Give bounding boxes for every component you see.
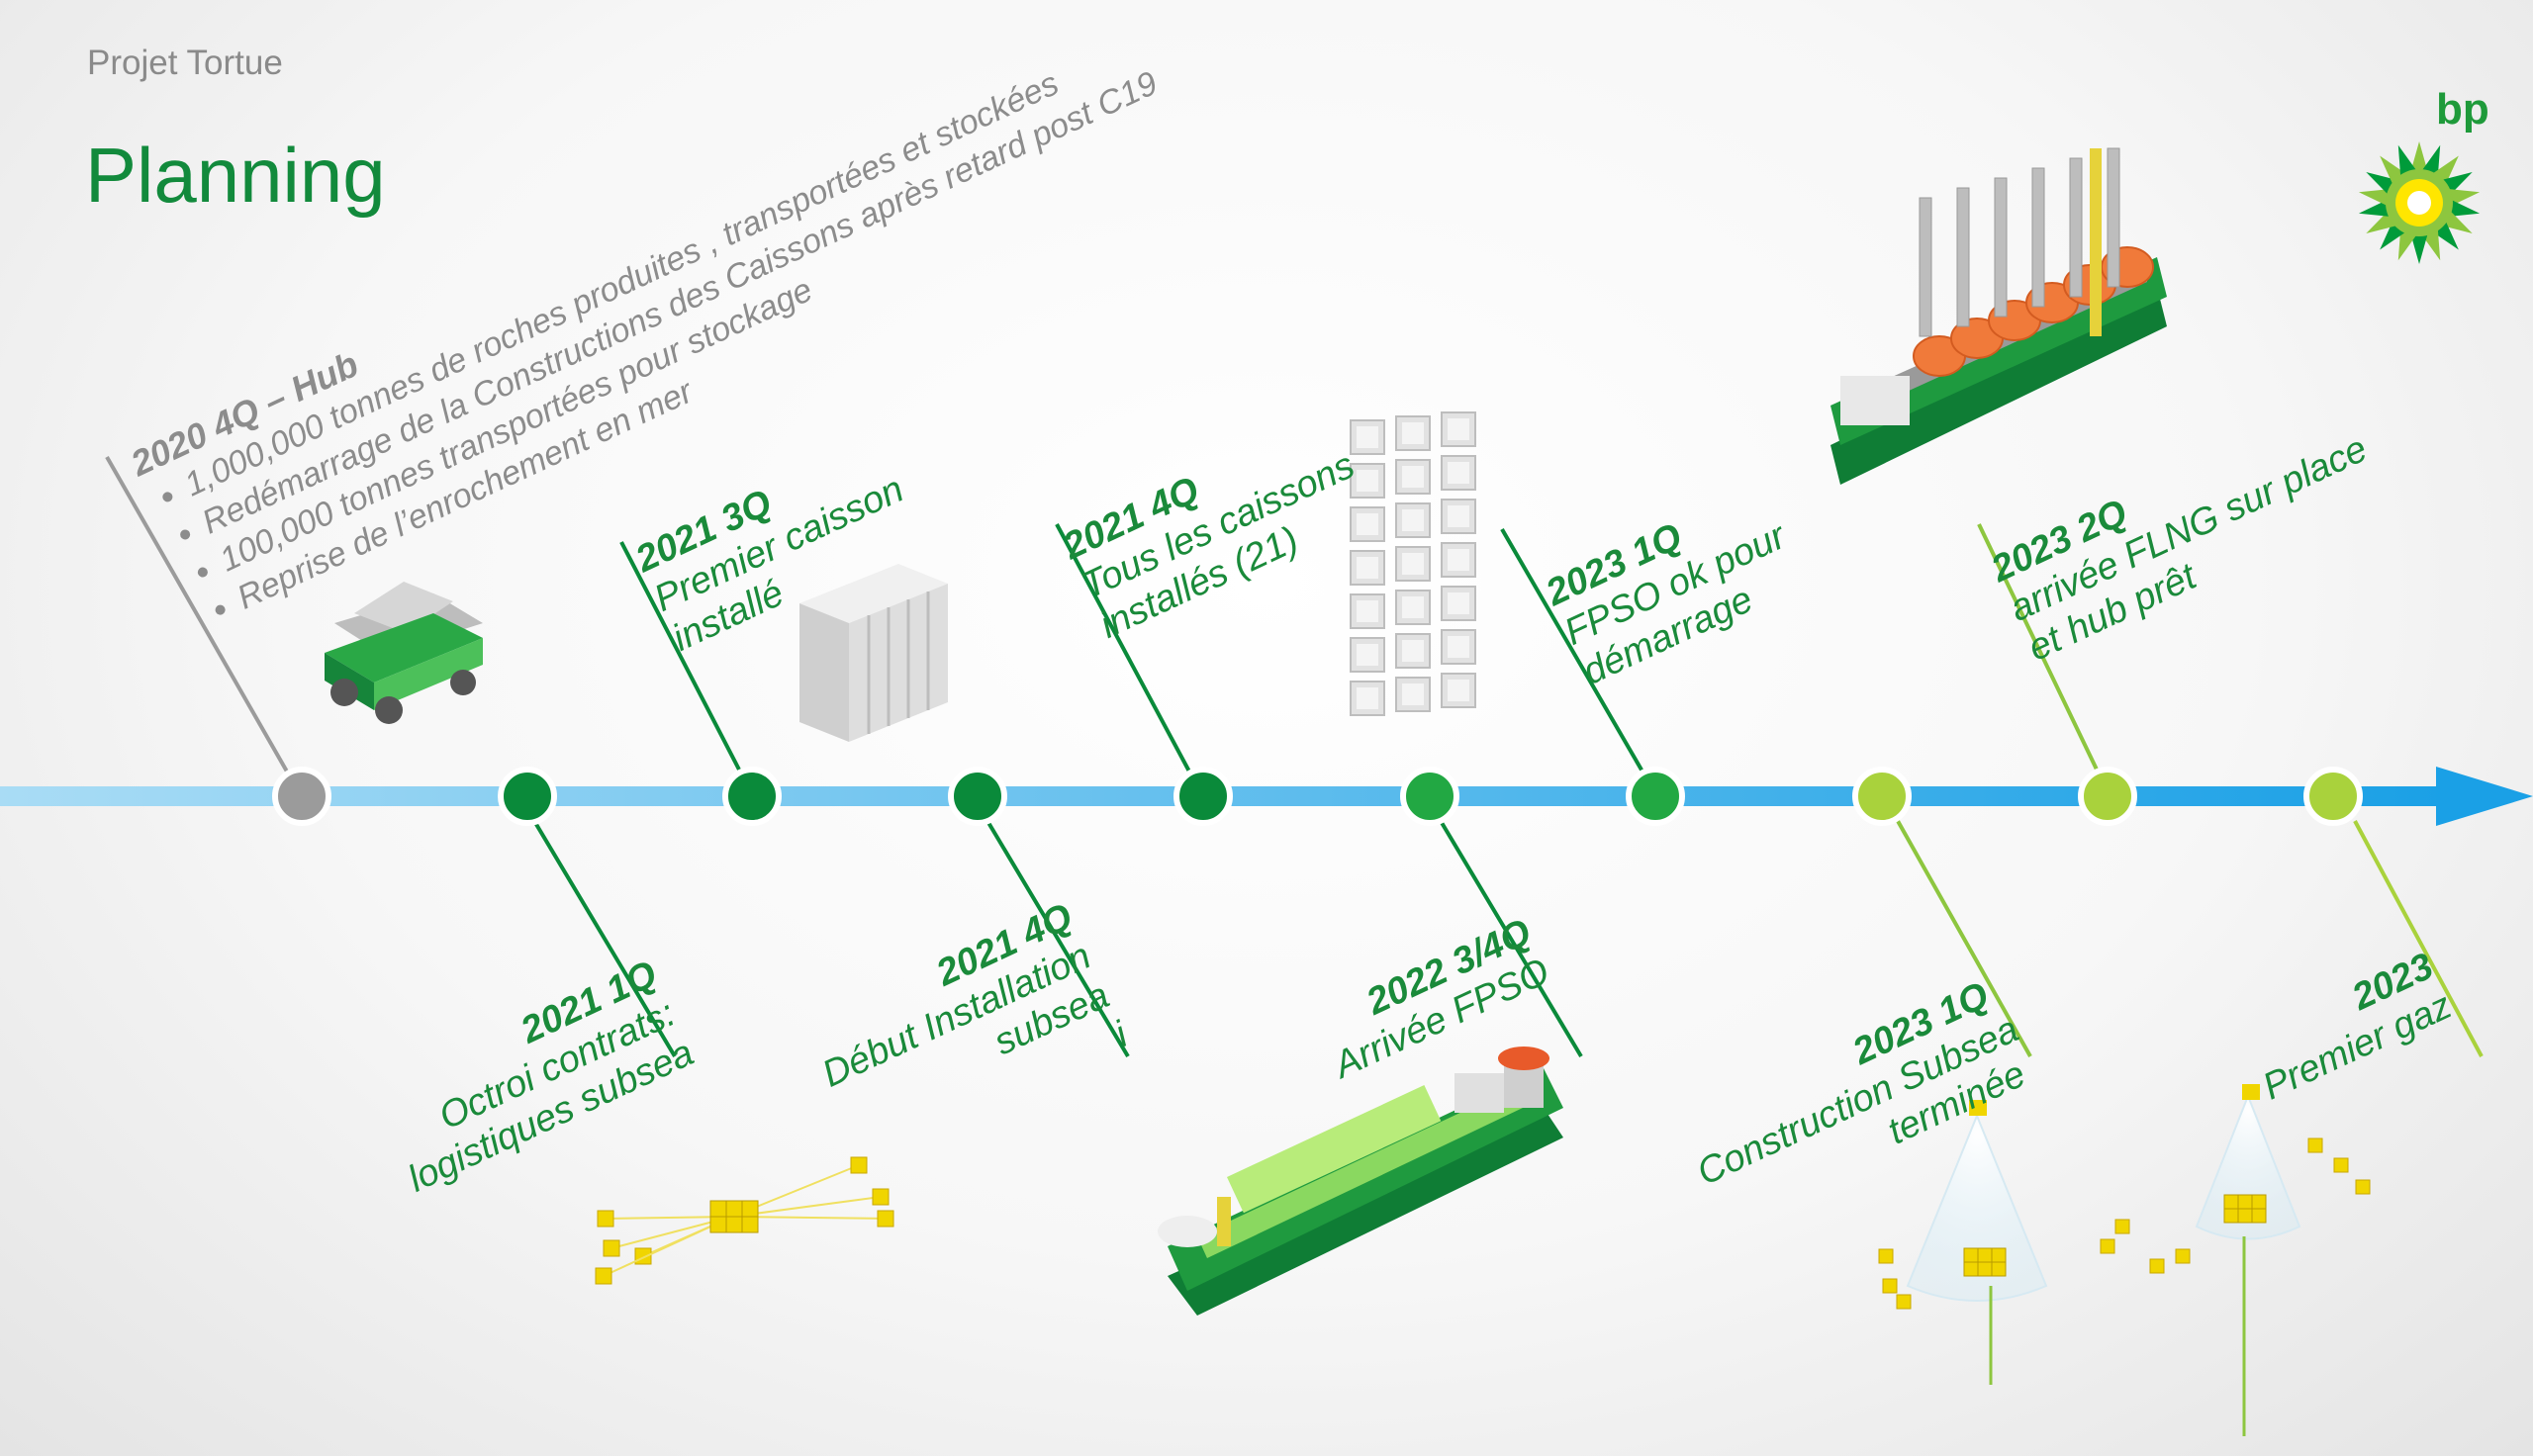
timeline-node	[2303, 767, 2363, 826]
timeline-node	[722, 767, 782, 826]
dump-truck-illustration	[325, 582, 483, 724]
leader-lines	[105, 456, 2484, 1058]
timeline-arrowhead	[2436, 767, 2533, 826]
project-subtitle: Projet Tortue	[87, 44, 283, 82]
timeline-node	[498, 767, 557, 826]
leader-line-2021-1q	[532, 819, 677, 1058]
timeline-node	[2078, 767, 2137, 826]
bp-helios-icon	[2358, 141, 2481, 264]
caisson-illustration	[799, 564, 948, 742]
timeline-node	[1173, 767, 1233, 826]
page-title: Planning	[85, 132, 386, 219]
leader-line-2021-4q-above	[1055, 523, 1191, 773]
leader-line-2023	[2353, 820, 2484, 1057]
timeline-node	[1852, 767, 1912, 826]
leader-line-2021-4q-below	[985, 819, 1130, 1058]
timeline-node	[948, 767, 1007, 826]
leader-line-hub	[105, 456, 289, 773]
flng-ship-illustration	[1830, 147, 2167, 485]
fpso-ship-illustration	[1158, 1046, 1563, 1316]
leader-line-2021-3q	[619, 541, 742, 773]
leader-line-2022-3-4q	[1439, 819, 1583, 1058]
timeline-node	[1400, 767, 1459, 826]
leader-line-2023-1q-below	[1896, 820, 2032, 1057]
timeline-node	[1626, 767, 1685, 826]
bp-logo-text: bp	[2436, 85, 2489, 134]
leader-line-2023-1q-above	[1500, 527, 1644, 774]
timeline-nodes	[272, 767, 2363, 826]
leader-line-2023-2q	[1977, 523, 2100, 773]
subsea-completed-illustration	[1878, 1084, 2371, 1436]
subsea-cluster-illustration	[595, 1156, 894, 1285]
caissons-grid-illustration	[1350, 411, 1476, 716]
timeline-node	[272, 767, 331, 826]
